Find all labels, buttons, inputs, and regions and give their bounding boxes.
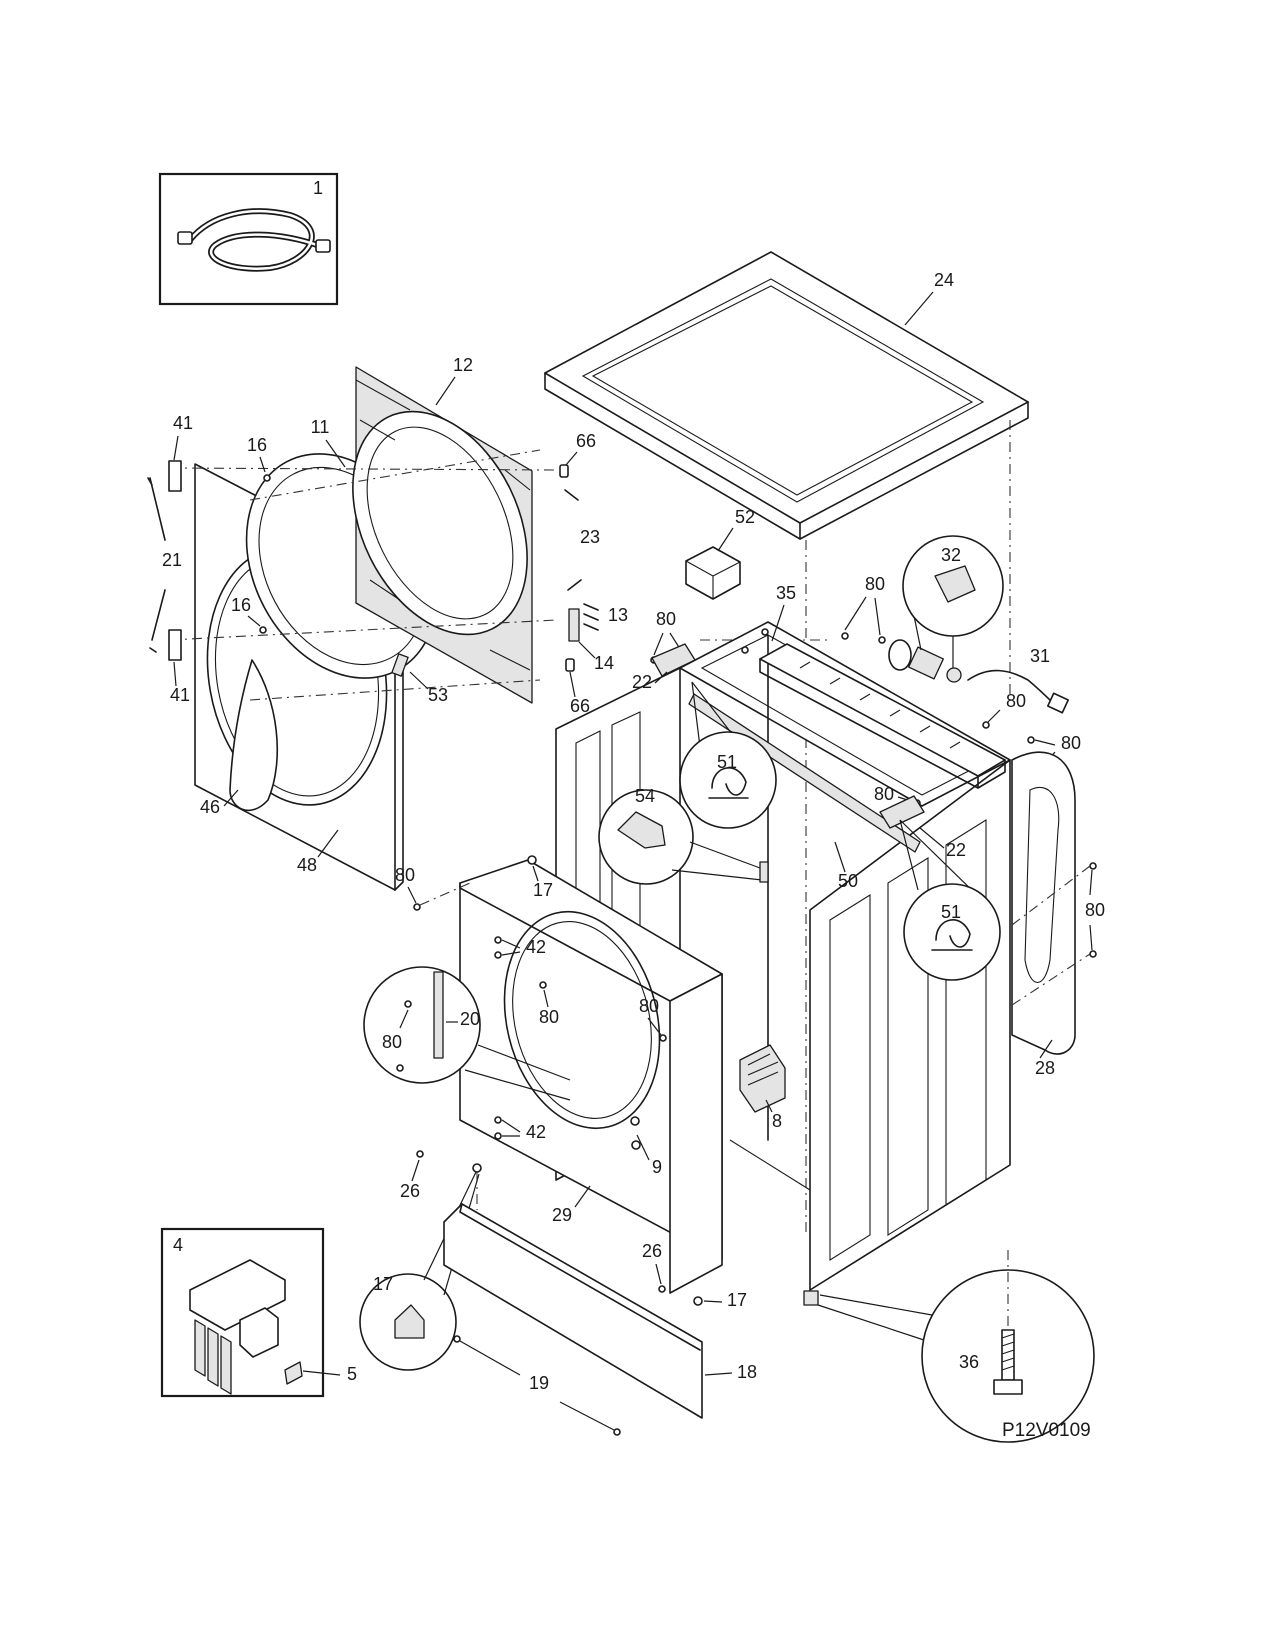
callout-41b: 41 [170, 685, 190, 705]
detail-part-36-leveling-foot: 36 [803, 1250, 1095, 1443]
kick-panel-part-18: 18 19 [443, 1203, 757, 1436]
part-32-connector: 32 [902, 535, 1004, 683]
callout-42a: 42 [526, 937, 546, 957]
callout-18: 18 [737, 1362, 757, 1382]
callout-41a: 41 [173, 413, 193, 433]
callout-20: 20 [460, 1009, 480, 1029]
callout-53: 53 [428, 685, 448, 705]
lower-fasteners: 26 26 17 [400, 1150, 747, 1310]
callout-31: 31 [1030, 646, 1050, 666]
callout-50: 50 [838, 871, 858, 891]
rear-panel-part-28: 28 80 [1011, 751, 1105, 1078]
callout-51b: 51 [941, 902, 961, 922]
callout-26b: 26 [642, 1241, 662, 1261]
parts-8-and-9: 8 9 [630, 1044, 786, 1177]
callout-5: 5 [347, 1364, 357, 1384]
hinge-part-41: 41 41 [168, 413, 193, 705]
callout-35: 35 [776, 583, 796, 603]
callout-54: 54 [635, 786, 655, 806]
front-panel-part-29: 29 42 42 80 80 [459, 859, 723, 1294]
callout-52: 52 [735, 507, 755, 527]
callout-19: 19 [529, 1373, 549, 1393]
callout-17c: 17 [373, 1274, 393, 1294]
inset-inlet-hose: 1 [158, 172, 339, 306]
callout-80d: 80 [1061, 733, 1081, 753]
callout-22a: 22 [632, 672, 652, 692]
callout-32: 32 [941, 545, 961, 565]
callout-66b: 66 [570, 696, 590, 716]
callout-80b: 80 [865, 574, 885, 594]
callout-80f: 80 [1085, 900, 1105, 920]
callout-46: 46 [200, 797, 220, 817]
hinge-hardware: 66 66 23 13 14 [559, 431, 628, 716]
callout-51a: 51 [717, 752, 737, 772]
top-panel-part-24: 24 [544, 251, 1029, 540]
callout-28: 28 [1035, 1058, 1055, 1078]
callout-1: 1 [313, 178, 323, 198]
detail-part-51: 51 51 [679, 681, 1001, 981]
callout-14: 14 [594, 653, 614, 673]
callout-24: 24 [934, 270, 954, 290]
power-cord-part-31: 31 [967, 646, 1070, 714]
screws-part-16: 16 16 [231, 435, 271, 634]
callout-12: 12 [453, 355, 473, 375]
callout-11: 11 [311, 417, 330, 437]
callout-16a: 16 [247, 435, 267, 455]
callout-80a: 80 [656, 609, 676, 629]
callout-26a: 26 [400, 1181, 420, 1201]
part-17-clip-top: 17 80 [395, 855, 553, 911]
callout-66a: 66 [576, 431, 596, 451]
callout-21: 21 [162, 550, 182, 570]
callout-80j: 80 [382, 1032, 402, 1052]
callout-80g: 80 [539, 1007, 559, 1027]
door-seal-clip-part-53: 53 [391, 653, 448, 705]
callout-80h: 80 [639, 996, 659, 1016]
door-glass-part-46: 46 [200, 659, 279, 817]
callout-4: 4 [173, 1235, 183, 1255]
callout-80i: 80 [395, 865, 415, 885]
inset-part-4: 4 5 [160, 1227, 357, 1398]
callout-42b: 42 [526, 1122, 546, 1142]
screws-part-21: 21 [147, 477, 182, 653]
callout-17b: 17 [727, 1290, 747, 1310]
detail-part-20: 20 80 [363, 966, 571, 1101]
callout-23: 23 [580, 527, 600, 547]
callout-29: 29 [552, 1205, 572, 1225]
callout-9: 9 [652, 1157, 662, 1177]
callout-80c: 80 [1006, 691, 1026, 711]
hinge-brackets-part-22: 22 22 [632, 643, 966, 860]
callout-22b: 22 [946, 840, 966, 860]
callout-80e: 80 [874, 784, 894, 804]
rear-control-bracket-part-35: 35 [759, 583, 1006, 789]
callout-13: 13 [608, 605, 628, 625]
detail-part-54: 54 [598, 786, 769, 885]
callout-16b: 16 [231, 595, 251, 615]
drawing-code: P12V0109 [1002, 1420, 1091, 1441]
callout-48: 48 [297, 855, 317, 875]
inner-frame-part-12: 12 [352, 355, 533, 704]
callout-8: 8 [772, 1111, 782, 1131]
part-52-block: 52 [685, 507, 755, 600]
callout-36: 36 [959, 1352, 979, 1372]
callout-17a: 17 [533, 880, 553, 900]
